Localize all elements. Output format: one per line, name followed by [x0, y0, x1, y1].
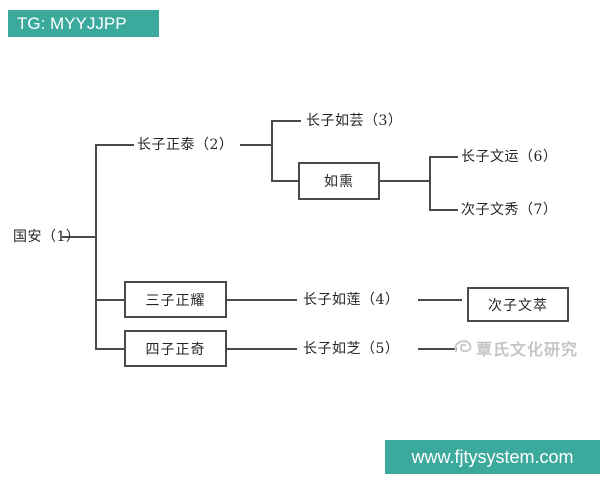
connector-root-h: [62, 236, 95, 238]
connector-son3-right-h: [227, 299, 297, 301]
connector-grandchild2-h: [429, 209, 458, 211]
watermark-text: 覃氏文化研究: [476, 340, 579, 359]
connector-trunk-v: [95, 144, 97, 350]
node-son1-child2-box: 如熏: [298, 162, 380, 200]
node-son1-grandchild1: 长子文运（6）: [461, 149, 558, 165]
connector-child1-h: [271, 120, 301, 122]
connector-son1-right-h: [240, 144, 273, 146]
watermark: 覃氏文化研究: [452, 336, 578, 360]
node-son3-grandchild1-label: 次子文萃: [488, 297, 548, 314]
node-son3-grandchild1-box: 次子文萃: [467, 287, 569, 322]
telegram-banner: TG: MYYJJPP: [8, 10, 159, 37]
website-banner-text: www.fjtysystem.com: [411, 446, 574, 467]
node-son1-grandchild2: 次子文秀（7）: [461, 202, 558, 218]
connector-ruzhi-right-h: [418, 348, 457, 350]
node-son1-child2-label: 如熏: [324, 174, 354, 190]
node-son4-child1: 长子如芝（5）: [303, 341, 400, 357]
connector-son3-h: [95, 299, 124, 301]
connector-son1-h: [95, 144, 134, 146]
connector-ruxun-right-h: [380, 180, 431, 182]
connector-wencui-h: [418, 299, 462, 301]
connector-son1-children-v: [271, 120, 273, 182]
node-son3-label: 三子正耀: [145, 292, 206, 309]
node-son3-box: 三子正耀: [124, 281, 227, 318]
connector-son4-h: [95, 348, 124, 350]
connector-child2-h: [271, 180, 298, 182]
phoenix-logo-icon: [452, 337, 474, 359]
node-root: 国安（1）: [13, 229, 81, 245]
node-son1: 长子正泰（2）: [137, 137, 234, 153]
node-son4-label: 四子正奇: [145, 341, 206, 358]
connector-son4-right-h: [227, 348, 297, 350]
website-banner: www.fjtysystem.com: [385, 440, 600, 474]
telegram-banner-text: TG: MYYJJPP: [17, 13, 127, 33]
connector-grandchild1-h: [429, 156, 458, 158]
node-son3-child1: 长子如莲（4）: [303, 292, 400, 308]
node-son1-child1: 长子如芸（3）: [306, 113, 403, 129]
connector-grandchildren-v: [429, 156, 431, 211]
node-son4-box: 四子正奇: [124, 330, 227, 367]
